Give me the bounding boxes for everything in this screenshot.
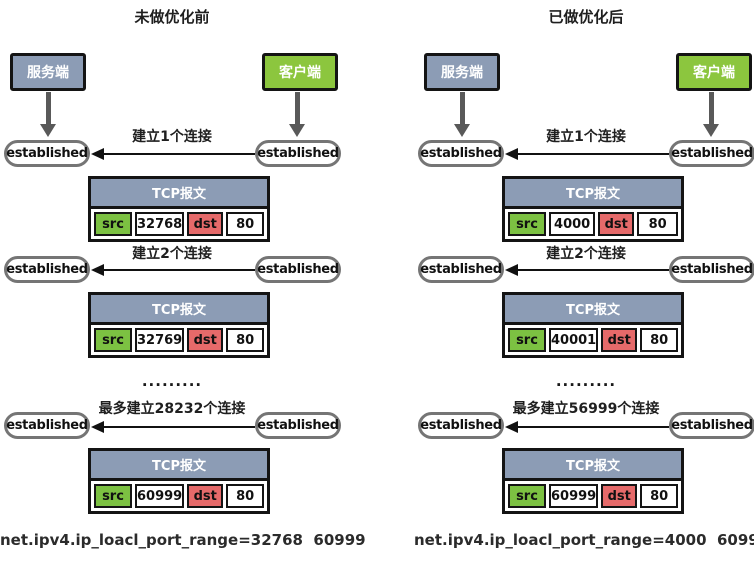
left-arrow-icon [505,148,518,160]
left-arrow-icon [91,148,104,160]
left-arrow-icon [505,421,518,433]
client-established-state: established [255,256,341,283]
tcp-packet-2: TCP报文 src 40001 dst 80 [502,292,684,358]
server-established-state: established [4,412,90,439]
server-established-state: established [4,140,90,167]
server-down-arrow [46,92,51,124]
server-down-arrow-icon [454,124,470,137]
tcp-packet-header: TCP报文 [505,451,681,481]
tcp-packet-header: TCP报文 [91,295,267,325]
tcp-packet-3: TCP报文 src 60999 dst 80 [88,448,270,514]
client-established-state: established [669,412,754,439]
tcp-packet-1: TCP报文 src 4000 dst 80 [502,176,684,242]
client-down-arrow [295,92,300,124]
client-established-state: established [669,140,754,167]
connection-2-label: 建立2个连接 [132,246,212,262]
src-field-label: src [94,328,132,352]
tcp-packet-2: TCP报文 src 32769 dst 80 [88,292,270,358]
connection-2-arrow [517,269,669,271]
sysctl-port-range-setting: net.ipv4.ip_loacl_port_range=4000 60999 [414,531,754,549]
client-down-arrow-icon [289,124,305,137]
panel-title: 未做优化前 [134,8,210,26]
sysctl-port-range-setting: net.ipv4.ip_loacl_port_range=32768 60999 [0,531,366,549]
tcp-packet-header: TCP报文 [91,179,267,209]
tcp-packet-3: TCP报文 src 60999 dst 80 [502,448,684,514]
connection-1-label: 建立1个连接 [546,129,626,145]
connection-max-arrow [103,426,255,428]
src-field-label: src [94,484,132,508]
client-down-arrow [709,92,714,124]
client-node: 客户端 [262,53,338,91]
src-field-label: src [508,212,546,236]
dst-port-value: 80 [226,212,264,236]
client-established-state: established [669,256,754,283]
panel-after-optimization: 已做优化后 服务端 客户端 建立1个连接 established establi… [414,0,754,561]
tcp-packet-fields: src 60999 dst 80 [505,481,681,511]
src-port-value: 32768 [135,212,185,236]
connection-max-label: 最多建立28232个连接 [98,401,246,417]
tcp-packet-1: TCP报文 src 32768 dst 80 [88,176,270,242]
dst-field-label: dst [601,328,638,352]
dst-field-label: dst [598,212,635,236]
server-established-state: established [418,140,504,167]
connection-max-arrow [517,426,669,428]
src-field-label: src [94,212,132,236]
src-port-value: 60999 [549,484,599,508]
dst-port-value: 80 [226,328,264,352]
tcp-packet-fields: src 32768 dst 80 [91,209,267,239]
dst-port-value: 80 [226,484,264,508]
client-node: 客户端 [676,53,752,91]
src-port-value: 60999 [135,484,185,508]
client-established-state: established [255,140,341,167]
tcp-packet-fields: src 32769 dst 80 [91,325,267,355]
dst-port-value: 80 [640,484,678,508]
connection-2-label: 建立2个连接 [546,246,626,262]
panel-title: 已做优化后 [548,8,624,26]
tcp-packet-header: TCP报文 [505,179,681,209]
connection-1-label: 建立1个连接 [132,129,212,145]
server-down-arrow-icon [40,124,56,137]
connection-1-arrow [103,153,255,155]
left-arrow-icon [505,264,518,276]
server-established-state: established [4,256,90,283]
ellipsis-more-connections: ......... [141,372,203,390]
dst-port-value: 80 [637,212,678,236]
ellipsis-more-connections: ......... [555,372,617,390]
tcp-packet-fields: src 4000 dst 80 [505,209,681,239]
panel-before-optimization: 未做优化前 服务端 客户端 建立1个连接 established establi… [0,0,366,561]
src-port-value: 32769 [135,328,185,352]
left-arrow-icon [91,421,104,433]
src-field-label: src [508,484,546,508]
dst-field-label: dst [187,212,224,236]
server-established-state: established [418,256,504,283]
dst-field-label: dst [187,328,224,352]
tcp-packet-header: TCP报文 [91,451,267,481]
client-down-arrow-icon [703,124,719,137]
tcp-packet-fields: src 40001 dst 80 [505,325,681,355]
server-down-arrow [460,92,465,124]
connection-2-arrow [103,269,255,271]
connection-max-label: 最多建立56999个连接 [512,401,660,417]
server-node: 服务端 [10,53,86,91]
tcp-packet-fields: src 60999 dst 80 [91,481,267,511]
dst-field-label: dst [601,484,638,508]
client-established-state: established [255,412,341,439]
server-established-state: established [418,412,504,439]
dst-port-value: 80 [640,328,678,352]
src-port-value: 40001 [549,328,599,352]
src-port-value: 4000 [549,212,596,236]
connection-1-arrow [517,153,669,155]
server-node: 服务端 [424,53,500,91]
tcp-packet-header: TCP报文 [505,295,681,325]
dst-field-label: dst [187,484,224,508]
left-arrow-icon [91,264,104,276]
src-field-label: src [508,328,546,352]
